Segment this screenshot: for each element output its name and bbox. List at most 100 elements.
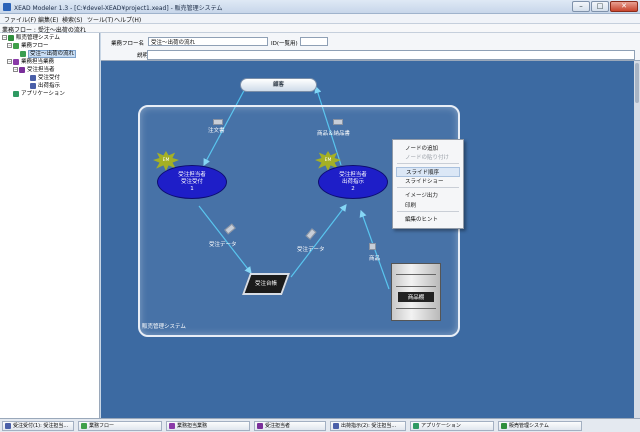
- menu-bar: ファイル(F) 編集(E) 検索(S) ツール(T) ヘルプ(H): [0, 14, 640, 24]
- tab-order-staff[interactable]: 受注担当者: [254, 421, 326, 431]
- menu-item-paste-node[interactable]: ノードの貼り付け: [405, 155, 450, 161]
- collapse-icon[interactable]: −: [7, 43, 12, 48]
- system-boundary-label: 販売管理システム: [142, 324, 186, 330]
- flow-properties-panel: 業務フロー名 ID(一覧用) 説明: [101, 33, 640, 61]
- node-number-label: 2: [351, 186, 355, 192]
- datastore-order-ledger[interactable]: 受注台帳: [241, 273, 291, 295]
- flow-arrows: [198, 84, 390, 290]
- flow-name-label: 業務フロー名: [111, 41, 145, 47]
- tab-label: 受注受付(1): 受注担当...: [13, 423, 69, 429]
- shelf-divider: [396, 274, 436, 275]
- id-label: ID(一覧用): [271, 41, 298, 47]
- flow-label-order-data-1[interactable]: 受注データ: [209, 242, 237, 248]
- customer-node[interactable]: 顧客: [240, 78, 317, 92]
- open-tabs-bar: 受注受付(1): 受注担当... 業務フロー 業務担当業務 受注担当者 出荷指示…: [0, 418, 640, 432]
- collapse-icon[interactable]: −: [2, 35, 7, 40]
- node-role-label: 受注担当者: [339, 172, 367, 178]
- shelf-label: 商品棚: [398, 292, 434, 302]
- title-bar: XEAD Modeler 1.3 - [C:¥devel-XEAD¥projec…: [0, 0, 640, 14]
- tree-item-business-flow[interactable]: −業務フロー: [7, 42, 49, 49]
- close-button[interactable]: ✕: [610, 1, 638, 12]
- shelf-divider: [396, 308, 436, 309]
- menu-item-image-export[interactable]: イメージ出力: [405, 193, 438, 199]
- window-title: XEAD Modeler 1.3 - [C:¥devel-XEAD¥projec…: [14, 5, 223, 12]
- tab-applications[interactable]: アプリケーション: [410, 421, 494, 431]
- id-input[interactable]: [300, 37, 328, 46]
- node-role-label: 受注担当者: [178, 172, 206, 178]
- flow-name-input[interactable]: [148, 37, 268, 46]
- em-badge-icon: EM: [315, 151, 341, 171]
- node-task-label: 出荷指示: [341, 179, 364, 185]
- menu-item-slide-order[interactable]: スライド順序: [396, 167, 460, 177]
- menu-separator: [397, 163, 459, 164]
- tree-item-order-flow[interactable]: 受注～出荷の流れ: [20, 50, 77, 58]
- datastore-label: 受注台帳: [254, 281, 277, 287]
- scrollbar-thumb[interactable]: [635, 63, 639, 103]
- box-icon: [369, 243, 376, 250]
- tab-label: 業務フロー: [89, 423, 115, 429]
- tab-shipping[interactable]: 出荷指示(2): 受注担当...: [330, 421, 406, 431]
- menu-separator: [397, 187, 459, 188]
- flow-label-goods[interactable]: 商品: [369, 256, 381, 262]
- role-icon: [13, 58, 19, 65]
- em-badge-icon: EM: [153, 151, 179, 171]
- breadcrumb: 業務フロー : 受注～出荷の流れ: [0, 24, 640, 34]
- flow-label-goods-slip[interactable]: 商品＆納品書: [317, 131, 351, 137]
- context-menu[interactable]: ノードの追加 ノードの貼り付け スライド順序 スライドショー イメージ出力 印刷…: [392, 139, 464, 229]
- tab-label: 受注担当者: [265, 423, 291, 429]
- document-icon: [213, 119, 223, 125]
- role-icon: [169, 423, 175, 429]
- flow-icon: [20, 50, 26, 57]
- tree-item-system[interactable]: −販売管理システム: [2, 34, 60, 41]
- tree-item-shipping[interactable]: 出荷指示: [30, 82, 60, 90]
- tab-order-receipt[interactable]: 受注受付(1): 受注担当...: [2, 421, 74, 431]
- shelf-divider: [396, 286, 436, 287]
- menu-search[interactable]: 検索(S): [62, 17, 83, 24]
- diagram-canvas[interactable]: 販売管理システム 顧客 EM 受注担当者 受注受付 1 EM 受注担当者 出荷指…: [101, 61, 640, 418]
- task-icon: [5, 423, 11, 429]
- task-node-shipping[interactable]: 受注担当者 出荷指示 2: [318, 165, 388, 199]
- tab-label: 出荷指示(2): 受注担当...: [341, 423, 397, 429]
- vertical-scrollbar[interactable]: [634, 61, 640, 418]
- person-icon: [19, 66, 25, 73]
- tab-label: アプリケーション: [421, 423, 461, 429]
- task-icon: [30, 82, 36, 89]
- description-field[interactable]: [147, 50, 635, 60]
- tab-label: 販売管理システム: [509, 423, 549, 429]
- shelf-node[interactable]: 商品棚: [391, 263, 441, 321]
- customer-label: 顧客: [272, 82, 284, 88]
- tree-item-role-tasks[interactable]: −業務担当業務: [7, 58, 55, 65]
- tab-business-flow[interactable]: 業務フロー: [78, 421, 162, 431]
- tree-item-order-staff[interactable]: −受注担当者: [13, 66, 55, 73]
- task-icon: [30, 74, 36, 81]
- app-logo-icon: [3, 3, 11, 11]
- flow-label-order-form[interactable]: 注文書: [208, 128, 225, 134]
- menu-item-add-node[interactable]: ノードの追加: [405, 146, 439, 152]
- description-label: 説明: [137, 53, 149, 59]
- maximize-button[interactable]: □: [591, 1, 609, 12]
- tab-label: 業務担当業務: [177, 423, 208, 429]
- node-task-label: 受注受付: [180, 179, 203, 185]
- folder-icon: [13, 42, 19, 49]
- minimize-button[interactable]: –: [572, 1, 590, 12]
- project-tree[interactable]: −販売管理システム −業務フロー 受注～出荷の流れ −業務担当業務 −受注担当者…: [0, 33, 100, 418]
- menu-edit[interactable]: 編集(E): [38, 17, 59, 24]
- menu-tools[interactable]: ツール(T): [87, 17, 114, 24]
- tree-item-order-receipt[interactable]: 受注受付: [30, 74, 60, 82]
- flow-label-order-data-2[interactable]: 受注データ: [297, 247, 325, 253]
- app-icon: [13, 90, 19, 97]
- system-icon: [501, 423, 507, 429]
- menu-file[interactable]: ファイル(F): [4, 17, 37, 24]
- tab-role-tasks[interactable]: 業務担当業務: [166, 421, 250, 431]
- menu-item-print[interactable]: 印刷: [405, 203, 417, 209]
- collapse-icon[interactable]: −: [7, 59, 12, 64]
- collapse-icon[interactable]: −: [13, 67, 18, 72]
- person-icon: [257, 423, 263, 429]
- menu-help[interactable]: ヘルプ(H): [114, 17, 142, 24]
- tree-item-applications[interactable]: アプリケーション: [13, 90, 65, 98]
- menu-separator: [397, 211, 459, 212]
- menu-item-slideshow[interactable]: スライドショー: [405, 179, 444, 185]
- tab-sales-system[interactable]: 販売管理システム: [498, 421, 582, 431]
- menu-item-edit-hints[interactable]: 編集のヒント: [405, 217, 439, 223]
- task-node-order-receipt[interactable]: 受注担当者 受注受付 1: [157, 165, 227, 199]
